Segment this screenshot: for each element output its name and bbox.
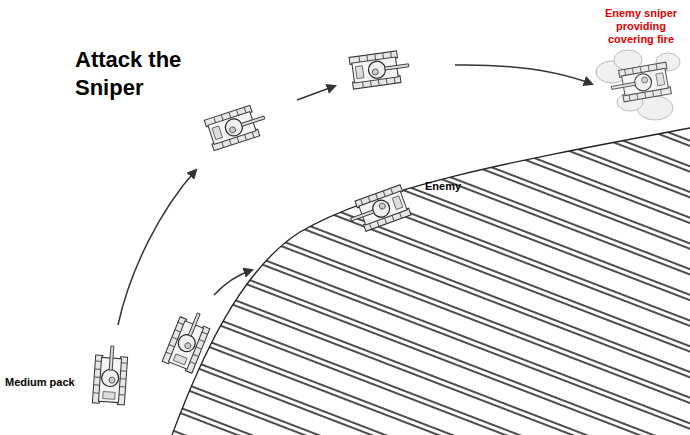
diagram-title: Attack the Sniper [75, 46, 210, 102]
unit-label: Medium pack [5, 376, 95, 388]
unit-label: Enemy [425, 180, 485, 192]
sniper-label: Enemy sniper providing covering fire [596, 7, 686, 46]
